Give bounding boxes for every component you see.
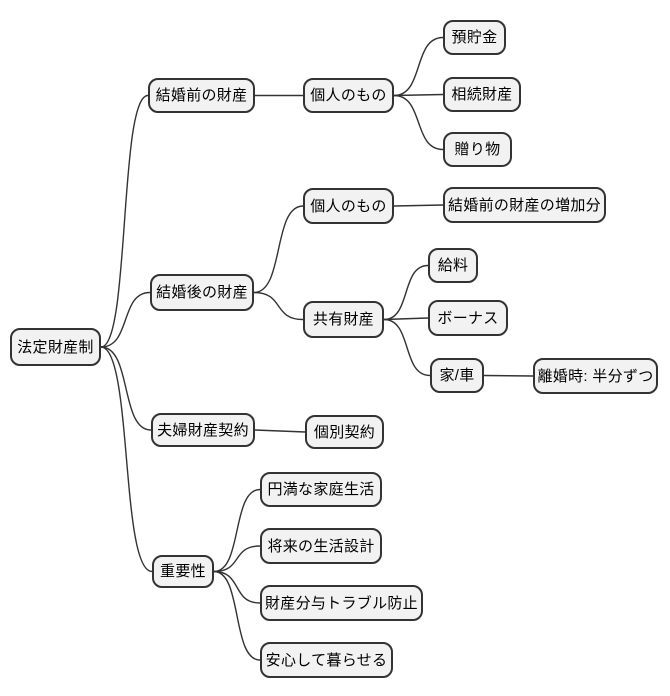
edge-personal_before-to-inheritance <box>393 93 444 97</box>
node-individual-contract: 個別契約 <box>305 415 384 449</box>
node-marital-contract-label: 夫婦財産契約 <box>157 421 249 439</box>
node-future-planning: 将来の生活設計 <box>260 528 382 564</box>
edge-shared_property-to-salary <box>383 264 429 321</box>
edge-root-to-marital_contract <box>100 346 152 431</box>
node-root-label: 法定財産制 <box>17 338 94 356</box>
node-individual-contract-label: 個別契約 <box>313 423 376 441</box>
node-salary-label: 給料 <box>437 257 469 274</box>
node-peace-of-mind: 安心して暮らせる <box>260 642 393 678</box>
node-personal-after: 個人のもの <box>303 188 394 224</box>
node-happy-family-label: 円満な家庭生活 <box>267 481 375 498</box>
edge-root-to-after_marriage <box>100 291 151 348</box>
node-gifts: 贈り物 <box>443 132 512 167</box>
node-premarital-increase: 結婚前の財産の増加分 <box>443 187 606 223</box>
node-trouble-prevention-label: 財産分与トラブル防止 <box>264 594 418 612</box>
node-personal-after-label: 個人のもの <box>310 197 387 215</box>
node-before-marriage-label: 結婚前の財産 <box>155 87 248 104</box>
edge-root-to-before_marriage <box>100 94 149 348</box>
node-premarital-increase-label: 結婚前の財産の増加分 <box>447 196 601 214</box>
node-savings: 預貯金 <box>443 20 506 55</box>
node-shared-property-label: 共有財産 <box>312 311 375 328</box>
edge-after_marriage-to-shared_property <box>253 291 304 321</box>
node-savings-label: 預貯金 <box>451 29 498 46</box>
node-bonus-label: ボーナス <box>437 309 499 327</box>
node-importance-label: 重要性 <box>160 563 206 580</box>
node-house-car: 家/車 <box>430 358 484 393</box>
node-bonus: ボーナス <box>428 300 508 336</box>
node-after-marriage-label: 結婚後の財産 <box>156 284 248 301</box>
edge-shared_property-to-house_car <box>383 318 431 377</box>
node-root: 法定財産制 <box>10 328 101 366</box>
node-trouble-prevention: 財産分与トラブル防止 <box>260 585 423 621</box>
edge-after_marriage-to-personal_after <box>253 205 304 294</box>
node-salary: 給料 <box>428 248 478 283</box>
node-after-marriage: 結婚後の財産 <box>150 274 254 311</box>
edge-importance-to-trouble_prevention <box>213 570 261 604</box>
node-divorce-half-label: 離婚時: 半分ずつ <box>537 367 654 385</box>
node-divorce-half: 離婚時: 半分ずつ <box>533 358 658 394</box>
edge-importance-to-peace_of_mind <box>213 570 261 661</box>
edge-marital_contract-to-individual_contract <box>254 429 306 433</box>
node-future-planning-label: 将来の生活設計 <box>267 537 375 555</box>
node-house-car-label: 家/車 <box>439 367 475 384</box>
node-inheritance-label: 相続財産 <box>451 86 513 103</box>
edge-importance-to-happy_family <box>213 488 261 573</box>
edge-shared_property-to-bonus <box>383 317 429 321</box>
node-importance: 重要性 <box>152 555 214 588</box>
node-before-marriage: 結婚前の財産 <box>148 78 255 113</box>
edge-personal_before-to-gifts <box>393 94 444 151</box>
node-inheritance: 相続財産 <box>443 77 521 112</box>
node-shared-property: 共有財産 <box>303 301 384 338</box>
node-personal-before: 個人のもの <box>303 78 394 113</box>
node-gifts-label: 贈り物 <box>454 141 501 158</box>
node-personal-before-label: 個人のもの <box>310 87 387 104</box>
edge-house_car-to-divorce_half <box>483 374 534 377</box>
node-peace-of-mind-label: 安心して暮らせる <box>265 651 388 669</box>
edge-importance-to-future_planning <box>213 545 261 573</box>
node-marital-contract: 夫婦財産契約 <box>151 413 255 447</box>
edge-root-to-importance <box>100 346 153 573</box>
node-happy-family: 円満な家庭生活 <box>260 472 382 507</box>
edge-personal_before-to-savings <box>393 36 444 97</box>
edge-personal_after-to-premarital_increase <box>393 204 444 207</box>
